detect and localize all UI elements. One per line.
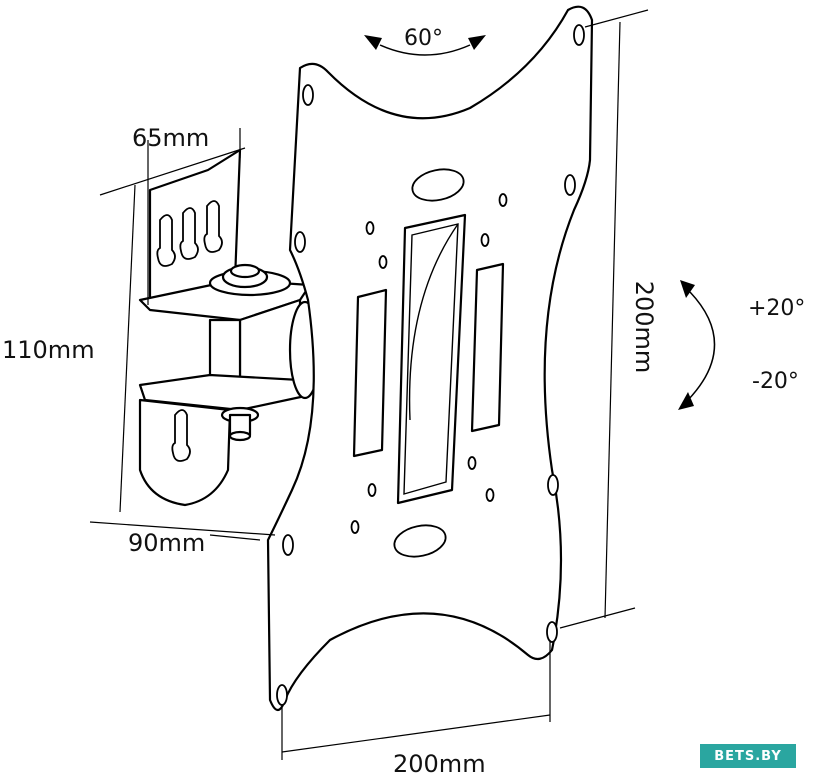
wall-bracket xyxy=(138,148,322,507)
slot xyxy=(470,262,505,433)
mount-hole xyxy=(294,231,306,253)
watermark-logo: BETS.BY xyxy=(700,744,796,768)
mount-hole xyxy=(276,684,288,706)
tilt-down-label: -20° xyxy=(752,369,799,394)
plate-width-label: 200mm xyxy=(393,750,486,777)
plate-height-label: 200mm xyxy=(630,281,658,374)
mount-hole xyxy=(573,24,585,46)
keyhole-slot xyxy=(203,200,223,253)
tilt-up-label: +20° xyxy=(748,296,805,321)
keyhole-slot xyxy=(179,207,199,260)
bracket-depth-label: 90mm xyxy=(128,529,205,557)
mount-hole xyxy=(547,474,559,496)
tilt-arrow xyxy=(678,280,716,410)
mount-hole xyxy=(302,84,314,106)
keyhole-slot xyxy=(171,409,191,462)
mount-hole xyxy=(564,174,576,196)
slot xyxy=(352,288,388,458)
mount-hole xyxy=(546,621,558,643)
dimension-lines xyxy=(89,9,649,760)
keyhole-slot xyxy=(156,214,176,267)
rotation-angle-label: 60° xyxy=(404,26,443,51)
bracket-height-label: 110mm xyxy=(2,336,95,364)
rotation-arrow xyxy=(364,35,486,56)
vesa-plate xyxy=(266,5,594,712)
bracket-width-label: 65mm xyxy=(132,124,209,152)
mount-hole xyxy=(282,534,294,556)
